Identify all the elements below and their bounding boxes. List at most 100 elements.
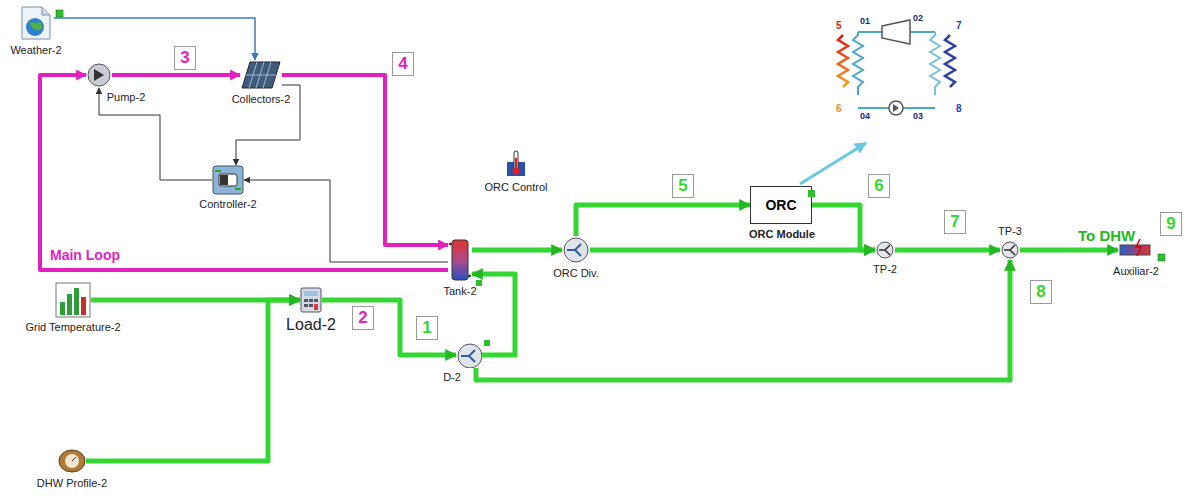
flow-connector [472, 274, 515, 355]
state-number: 8 [956, 103, 962, 114]
evaporator-coil [853, 32, 863, 95]
output-port [476, 280, 482, 286]
flow-connector [244, 180, 448, 262]
flow-connector [812, 205, 875, 250]
flow-connector [282, 75, 448, 245]
flow-connector [590, 248, 875, 253]
component-block: TP-2 [875, 240, 895, 260]
component-block: ORC Div. [562, 236, 590, 264]
component-label: Tank-2 [443, 284, 476, 298]
component-block: ORC Control [505, 150, 527, 178]
callout-text: 6 [874, 176, 883, 195]
state-number: 01 [860, 17, 870, 27]
component-block: Pump-2 [86, 62, 112, 88]
tee-piece-icon [875, 240, 895, 260]
source-coil [838, 35, 848, 87]
loop-label: To DHW [1078, 228, 1135, 245]
diverter-icon [562, 236, 590, 264]
state-number: 02 [913, 14, 923, 24]
callout-text: 3 [180, 48, 189, 67]
tank-icon [448, 238, 472, 282]
component-label: Weather-2 [10, 43, 61, 57]
callout-arrow [800, 143, 866, 184]
pump-symbol [889, 101, 903, 115]
component-block: Weather-2 [18, 5, 54, 41]
controller-icon [212, 165, 244, 195]
component-label: Pump-2 [107, 90, 146, 104]
callout-number: 7 [944, 210, 966, 234]
state-number: 5 [836, 20, 842, 31]
state-number: 6 [836, 103, 842, 114]
component-label: Controller-2 [199, 197, 256, 211]
component-label: D-2 [443, 370, 461, 384]
component-label: Load-2 [286, 315, 336, 334]
component-label: ORC Div. [553, 266, 599, 280]
component-block: DHW Profile-2 [58, 448, 86, 474]
weather-icon [18, 5, 54, 41]
sink-coil [945, 35, 955, 87]
state-number: 03 [913, 112, 923, 122]
component-label: Auxiliar-2 [1113, 264, 1159, 278]
state-number: 7 [956, 20, 962, 31]
pump-icon [86, 62, 112, 88]
module-box: ORCORC Module [750, 186, 812, 224]
component-block: Collectors-2 [240, 60, 282, 90]
component-label: Collectors-2 [232, 92, 291, 106]
flow-connector [472, 248, 562, 253]
flow-connector [476, 260, 1010, 380]
callout-number: 1 [416, 316, 438, 340]
module-text: ORC [765, 197, 796, 213]
callout-text: 7 [950, 212, 959, 231]
flow-connector [112, 73, 240, 77]
component-label: TP-3 [998, 224, 1022, 238]
callout-text: 8 [1036, 282, 1045, 301]
component-block: D-2 [456, 342, 482, 368]
flow-connector [576, 205, 750, 236]
callout-number: 2 [352, 306, 374, 330]
callout-number: 4 [392, 52, 414, 76]
component-label: ORC Module [749, 227, 815, 241]
control-icon [505, 150, 527, 178]
callout-number: 3 [174, 46, 196, 70]
callout-text: 1 [422, 318, 431, 337]
component-label: TP-2 [873, 262, 897, 276]
callout-number: 6 [868, 174, 890, 198]
cycle-pipe [858, 32, 935, 108]
callout-text: 2 [358, 308, 367, 327]
component-block: Load-2 [300, 287, 322, 313]
state-number: 04 [860, 112, 870, 122]
callout-number: 8 [1030, 280, 1052, 304]
profile-icon [58, 448, 86, 474]
callout-number: 9 [1160, 212, 1182, 236]
flow-connector [322, 300, 456, 355]
pump-symbol [893, 104, 899, 112]
loop-label: Main Loop [50, 248, 120, 263]
output-port [56, 10, 63, 17]
callout-text: 5 [678, 176, 687, 195]
flow-connector [895, 248, 1000, 253]
flow-connector [1020, 248, 1118, 253]
component-label: Grid Temperature-2 [25, 320, 120, 334]
component-block: Grid Temperature-2 [55, 282, 91, 318]
condenser-coil [930, 32, 940, 95]
callout-text: 4 [398, 54, 407, 73]
component-label: DHW Profile-2 [37, 476, 107, 490]
turbine-symbol [882, 20, 910, 44]
calculator-icon [300, 287, 322, 313]
component-label: ORC Control [485, 180, 548, 194]
component-block: Controller-2 [212, 165, 244, 195]
callout-text: 9 [1166, 214, 1175, 233]
diverter-icon [456, 342, 482, 368]
collector-icon [240, 60, 282, 90]
data-reader-icon [55, 282, 91, 318]
component-block: TP-3 [1000, 240, 1020, 260]
callout-number: 5 [672, 174, 694, 198]
flow-connector [99, 88, 212, 180]
output-port [1158, 254, 1165, 261]
tee-piece-icon [1000, 240, 1020, 260]
flow-connector [54, 18, 255, 60]
component-block: Tank-2 [448, 238, 472, 282]
output-port [808, 190, 815, 197]
flow-connector [40, 75, 448, 270]
output-port [484, 340, 490, 346]
